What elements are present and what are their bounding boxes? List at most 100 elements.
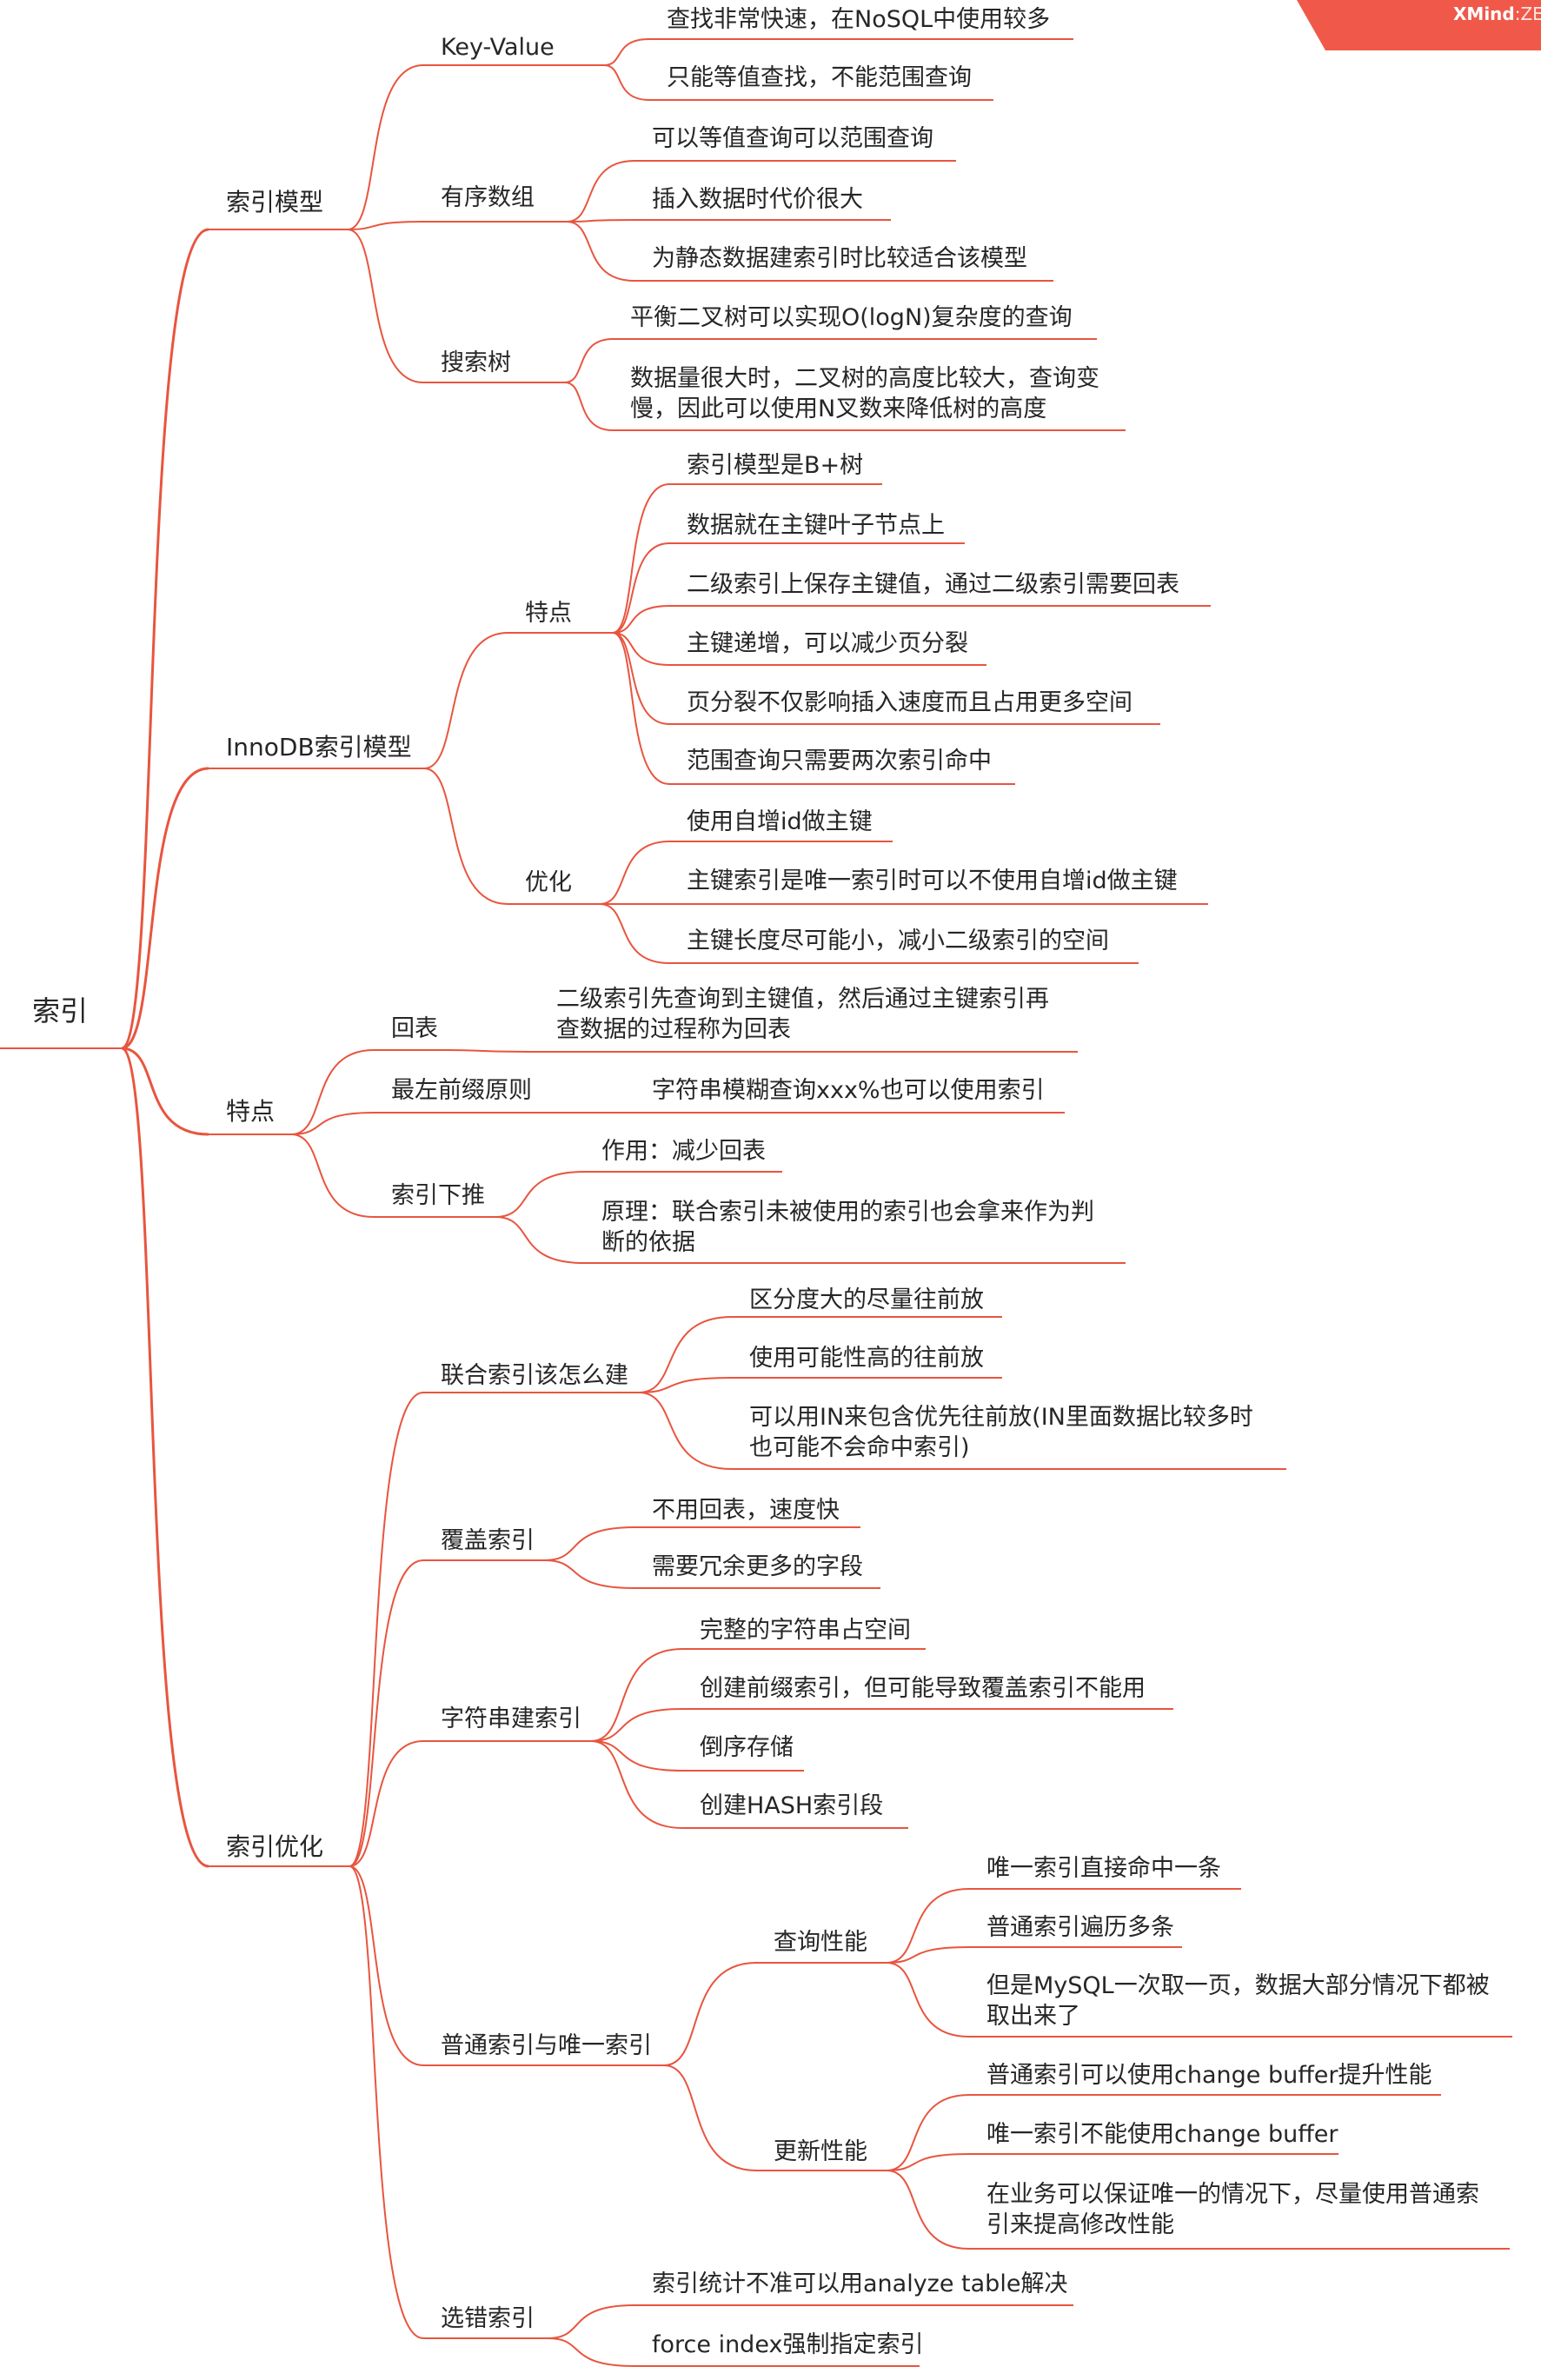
topic-label-line: 创建HASH索引段 (700, 1792, 884, 1819)
topic-level-3[interactable]: 索引模型是B+树 (687, 450, 863, 481)
branch-connector (663, 1962, 757, 2066)
topic-underline (669, 483, 882, 485)
topic-level-2[interactable]: 搜索树 (441, 348, 511, 378)
topic-level-3[interactable]: 字符串模糊查询xxx%也可以使用索引 (652, 1075, 1045, 1106)
topic-level-3[interactable]: 页分裂不仅影响插入速度而且占用更多空间 (687, 688, 1133, 718)
branch-connector (566, 219, 635, 223)
topic-level-3[interactable]: 数据就在主键叶子节点上 (687, 510, 945, 541)
topic-underline (756, 1962, 887, 1964)
topic-level-3[interactable]: 为静态数据建索引时比较适合该模型 (652, 243, 1027, 274)
topic-underline (634, 219, 891, 221)
topic-level-2[interactable]: 最左前缀原则 (391, 1075, 532, 1106)
topic-underline (634, 1112, 1065, 1114)
topic-level-2[interactable]: 回表 (391, 1014, 438, 1044)
topic-level-3[interactable]: 更新性能 (774, 2137, 867, 2167)
topic-level-3[interactable]: 二级索引先查询到主键值，然后通过主键索引再查数据的过程称为回表 (556, 984, 1049, 1045)
topic-level-3[interactable]: 创建HASH索引段 (700, 1791, 883, 1821)
topic-level-3[interactable]: 主键索引是唯一索引时可以不使用自增id做主键 (687, 866, 1178, 896)
topic-level-3[interactable]: force index强制指定索引 (652, 2330, 923, 2360)
topic-level-3[interactable]: 数据量很大时，二叉树的高度比较大，查询变慢，因此可以使用N叉数来降低树的高度 (630, 363, 1099, 424)
branch-connector (599, 841, 670, 905)
topic-level-3[interactable]: 可以用IN来包含优先往前放(IN里面数据比较多时也可能不会命中索引) (749, 1402, 1253, 1463)
topic-level-3[interactable]: 不用回表，速度快 (652, 1495, 840, 1526)
topic-level-3[interactable]: 范围查询只需要两次索引命中 (687, 746, 992, 776)
topic-level-4[interactable]: 普通索引可以使用change buffer提升性能 (986, 2060, 1432, 2091)
topic-level-3[interactable]: 查询性能 (774, 1927, 867, 1958)
topic-label-line: Key-Value (441, 34, 555, 61)
topic-level-3[interactable]: 平衡二叉树可以实现O(logN)复杂度的查询 (630, 302, 1073, 333)
topic-label-line: 选错索引 (441, 2305, 535, 2332)
topic-level-2[interactable]: 特点 (525, 598, 572, 628)
topic-level-1[interactable]: 索引模型 (226, 187, 323, 217)
branch-connector (543, 1559, 635, 1589)
central-topic[interactable]: 索引 (32, 994, 88, 1028)
topic-level-3[interactable]: 完整的字符串占空间 (700, 1615, 911, 1645)
topic-level-2[interactable]: 选错索引 (441, 2304, 535, 2334)
topic-level-3[interactable]: 主键长度尽可能小，减小二级索引的空间 (687, 926, 1109, 956)
topic-level-3[interactable]: 倒序存储 (700, 1732, 794, 1763)
topic-level-1[interactable]: 特点 (226, 1096, 275, 1127)
branch-connector (612, 483, 670, 634)
branch-connector (349, 1559, 424, 1867)
topic-underline (732, 1316, 1002, 1318)
topic-level-3[interactable]: 只能等值查找，不能范围查询 (667, 63, 972, 93)
topic-level-2[interactable]: Key-Value (441, 32, 555, 63)
topic-label-line: 数据就在主键叶子节点上 (687, 512, 945, 539)
topic-level-3[interactable]: 主键递增，可以减少页分裂 (687, 628, 968, 659)
topic-level-4[interactable]: 但是MySQL一次取一页，数据大部分情况下都被取出来了 (986, 1971, 1490, 2031)
branch-connector (547, 2337, 635, 2367)
topic-level-3[interactable]: 原理：联合索引未被使用的索引也会拿来作为判断的依据 (601, 1197, 1094, 1258)
topic-level-3[interactable]: 创建前缀索引，但可能导致覆盖索引不能用 (700, 1673, 1146, 1704)
topic-level-2[interactable]: 覆盖索引 (441, 1526, 535, 1556)
topic-underline (669, 723, 1160, 725)
branch-connector (543, 1526, 635, 1561)
branch-connector (349, 1392, 424, 1867)
topic-level-3[interactable]: 插入数据时代价很大 (652, 184, 863, 215)
topic-underline (374, 1112, 545, 1114)
branch-connector (290, 1133, 375, 1218)
topic-level-4[interactable]: 唯一索引直接命中一条 (986, 1853, 1221, 1884)
topic-label-line: 更新性能 (774, 2138, 867, 2165)
topic-underline (969, 2248, 1510, 2250)
topic-level-4[interactable]: 唯一索引不能使用change buffer (986, 2119, 1338, 2150)
branch-connector (590, 1708, 683, 1742)
topic-level-3[interactable]: 使用可能性高的往前放 (749, 1343, 984, 1373)
topic-underline (423, 1559, 544, 1561)
branch-connector (349, 1865, 424, 2339)
topic-label-line: 创建前缀索引，但可能导致覆盖索引不能用 (700, 1675, 1146, 1702)
topic-label-line: 需要冗余更多的字段 (652, 1553, 863, 1580)
branch-connector (612, 632, 670, 785)
xmind-watermark: XMind:ZE (1297, 0, 1541, 50)
topic-underline (669, 783, 1015, 785)
topic-label-line: 完整的字符串占空间 (700, 1617, 911, 1644)
topic-level-3[interactable]: 二级索引上保存主键值，通过二级索引需要回表 (687, 569, 1179, 600)
topic-underline (0, 1047, 122, 1049)
topic-level-4[interactable]: 在业务可以保证唯一的情况下，尽量使用普通索引来提高修改性能 (986, 2179, 1479, 2240)
topic-level-3[interactable]: 作用：减少回表 (601, 1136, 766, 1167)
topic-level-2[interactable]: 字符串建索引 (441, 1704, 581, 1734)
branch-connector (495, 1171, 585, 1218)
topic-level-1[interactable]: 索引优化 (226, 1832, 323, 1862)
branch-connector (564, 338, 614, 383)
topic-level-3[interactable]: 使用自增id做主键 (687, 807, 873, 837)
branch-connector (638, 1377, 733, 1393)
topic-level-1[interactable]: InnoDB索引模型 (226, 732, 412, 762)
topic-level-2[interactable]: 有序数组 (441, 183, 535, 213)
topic-level-4[interactable]: 普通索引遍历多条 (986, 1912, 1174, 1943)
topic-level-3[interactable]: 区分度大的尽量往前放 (749, 1285, 984, 1315)
topic-level-2[interactable]: 联合索引该怎么建 (441, 1360, 628, 1391)
topic-underline (209, 229, 348, 230)
topic-level-3[interactable]: 索引统计不准可以用analyze table解决 (652, 2269, 1067, 2299)
topic-level-3[interactable]: 可以等值查询可以范围查询 (652, 123, 933, 154)
topic-underline (423, 2337, 548, 2339)
topic-level-3[interactable]: 需要冗余更多的字段 (652, 1552, 863, 1582)
topic-level-2[interactable]: 优化 (525, 868, 572, 898)
topic-level-3[interactable]: 查找非常快速，在NoSQL中使用较多 (667, 4, 1050, 35)
topic-underline (209, 768, 424, 769)
branch-connector (612, 632, 670, 725)
branch-connector (886, 1946, 970, 1964)
topic-level-2[interactable]: 普通索引与唯一索引 (441, 2031, 652, 2061)
topic-level-2[interactable]: 索引下推 (391, 1180, 485, 1211)
branch-connector (599, 903, 670, 964)
